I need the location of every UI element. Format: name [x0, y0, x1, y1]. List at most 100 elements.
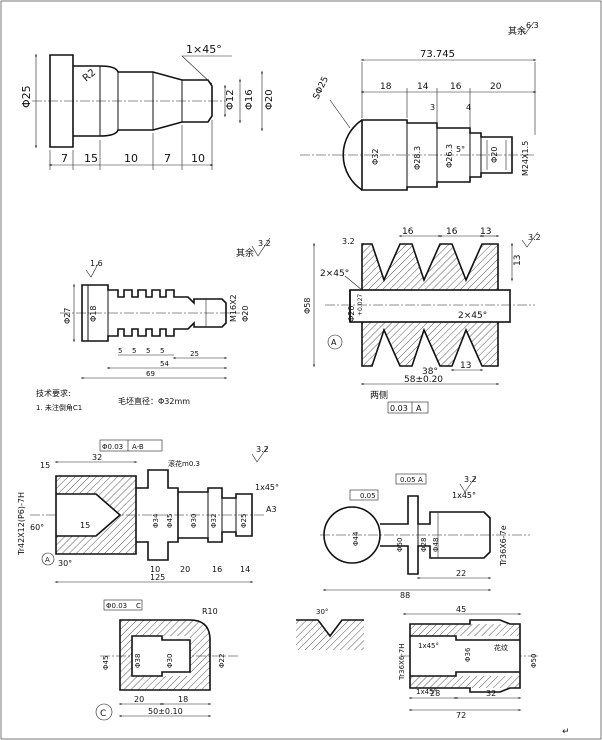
fig4-worm-sleeve: 3.2 3.2 16 16 13 13 2×45° 2×45° Φ20 +0.0…	[303, 227, 541, 414]
fig5-datum-a: A	[45, 556, 50, 564]
fig3-req-1: 1. 未注倒角C1	[36, 403, 82, 412]
fig8-dia-0: Φ36	[464, 647, 472, 662]
fig2-dia-2: Φ26.3	[445, 144, 454, 168]
fig5-dim-8: 125	[150, 573, 165, 582]
fig1-dia-left: Φ25	[20, 85, 33, 108]
fig5-datum: A-B	[132, 443, 144, 451]
footer-mark: ↵	[562, 727, 570, 737]
fig3-blank: 毛坯直径：Φ32mm	[118, 396, 190, 406]
fig6-datum: A	[418, 476, 423, 484]
fig1-len-1: 15	[84, 152, 98, 165]
fig3-dia-left: Φ27	[63, 308, 72, 324]
fig5-dia-0: Φ34	[152, 513, 160, 528]
fig6-tol2: 0.05	[360, 492, 376, 500]
fig3-grooved-shaft: 其余 3.2 1.6 Φ27 Φ18 M16X2 Φ20 5 5 5 5 25 …	[36, 237, 271, 412]
fig4-chamfer2: 2×45°	[458, 311, 487, 321]
fig8-dim-1: 28	[430, 689, 440, 698]
fig1-chamfer: 1×45°	[186, 43, 222, 56]
fig8-dia-1: Φ50	[530, 654, 538, 668]
fig6-ra: 3.2	[464, 475, 477, 484]
fig1-len-3: 7	[164, 152, 171, 165]
fig2-len-1: 14	[417, 82, 429, 92]
fig7-dia-0: Φ45	[102, 656, 110, 670]
fig5-nut-shaft: 3.2 Φ0.03 A-B 32 滚花m0.3 15 60° 15 30° 10…	[17, 439, 279, 583]
fig5-dim-2: 15	[80, 521, 90, 530]
fig1-len-2: 10	[124, 152, 138, 165]
fig5-dim-6: 16	[212, 565, 222, 574]
fig4-pitch-0: 16	[402, 227, 414, 237]
fig5-ra: 3.2	[256, 445, 269, 454]
fig4-tol: +0.027	[357, 294, 364, 316]
fig4-od: Φ58	[303, 298, 312, 314]
fig5-knurl: 滚花m0.3	[168, 459, 200, 468]
fig4-pitch-2: 13	[480, 227, 491, 237]
fig8-dim-0: 45	[456, 605, 466, 614]
fig7-dim-2: 50±0.10	[148, 707, 183, 716]
fig3-dia-right: Φ20	[241, 306, 250, 322]
fig3-rest: 其余	[236, 247, 254, 259]
fig4-tolbox-0: 0.03	[390, 404, 408, 413]
fig3-len-4: 25	[190, 350, 199, 358]
fig2-small-1: 4	[466, 103, 471, 112]
fig7-circ: C	[100, 709, 106, 719]
fig4-bore: Φ20	[347, 306, 356, 322]
fig7-tol: Φ0.03	[106, 602, 127, 610]
fig8-dim-2: 32	[486, 689, 496, 698]
fig5-tol: Φ0.03	[102, 443, 123, 451]
fig7-bushing: Φ0.03 C R10 Φ45 Φ38 Φ30 Φ22 20 18 50±0.1…	[95, 599, 240, 721]
fig2-dia-3: Φ20	[490, 147, 499, 163]
fig1-len-4: 10	[191, 152, 205, 165]
fig8-thread: Tr36X6-7H	[398, 643, 406, 681]
fig2-small-0: 3	[430, 103, 435, 112]
fig3-len-6: 69	[146, 370, 155, 378]
fig3-req-title: 技术要求:	[36, 388, 71, 398]
fig1-len-0: 7	[61, 152, 68, 165]
fig2-total: 73.745	[420, 49, 455, 60]
fig2-thread: M24X1.5	[521, 141, 530, 176]
fig5-dim-4: 10	[150, 565, 160, 574]
fig8-angle: 30°	[316, 608, 328, 616]
fig5-datum-a3: A3	[266, 505, 277, 514]
fig6-dia-1: Φ50	[396, 538, 404, 552]
fig7-dia-1: Φ38	[134, 654, 142, 668]
fig4-depth: 13	[513, 255, 523, 266]
fig5-thread: Tr42X12(P6)-7H	[17, 492, 26, 556]
fig6-dim-1: 88	[400, 591, 410, 600]
fig2-len-0: 18	[380, 82, 392, 92]
fig1-dia-mid: Φ12	[225, 89, 236, 110]
fig4-face: 两侧	[370, 389, 388, 401]
fig8-chamfer1: 1x45°	[418, 642, 439, 650]
fig3-len-3: 5	[160, 347, 164, 355]
fig4-tolbox-1: A	[416, 404, 422, 413]
fig2-rest: 其余	[508, 25, 526, 37]
fig4-angle-top: 3.2	[342, 237, 355, 246]
fig2-len-3: 20	[490, 82, 502, 92]
fig5-dia-3: Φ32	[210, 514, 218, 528]
fig2-dia-1: Φ28.3	[413, 146, 422, 170]
fig6-dia-3: Φ48	[432, 538, 440, 552]
fig5-dim-0: 15	[40, 461, 50, 470]
fig2-dia-0: Φ32	[371, 149, 380, 165]
fig8-note: 花纹	[494, 643, 508, 652]
fig5-top: 32	[92, 453, 102, 462]
fig5-dia-2: Φ30	[190, 514, 198, 528]
fig2-ball-shaft: 其余 6.3 73.745 18 14 16 20 SΦ25 3 4 5° Φ3…	[300, 21, 539, 191]
fig4-datum: A	[331, 338, 337, 347]
fig7-r: R10	[202, 607, 218, 616]
fig3-ra-top: 1.6	[90, 259, 103, 268]
fig6-ball-screw: 3.2 0.05 A 0.05 1x45° Φ44 Φ50 Φ28 Φ48 Tr…	[320, 473, 530, 600]
fig4-angle: 38°	[422, 367, 438, 377]
fig4-chamfer1: 2×45°	[320, 269, 349, 279]
fig1-radius: R2	[81, 67, 98, 84]
fig8-chamfer2: 1x45°	[416, 688, 437, 696]
fig3-thread: M16X2	[229, 294, 238, 322]
fig6-tol1: 0.05	[400, 476, 416, 484]
fig5-chamfer: 1x45°	[255, 483, 279, 492]
fig5-dia-1: Φ45	[166, 514, 174, 528]
fig7-dim-1: 18	[178, 695, 188, 704]
fig4-width: 58±0.20	[404, 375, 443, 385]
fig2-len-2: 16	[450, 82, 462, 92]
fig3-len-5: 54	[160, 360, 169, 368]
